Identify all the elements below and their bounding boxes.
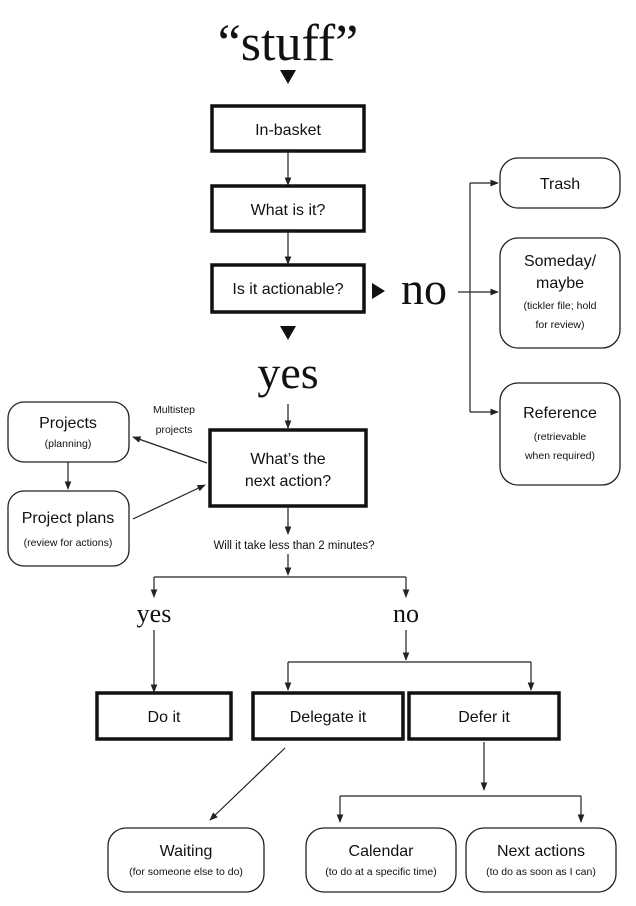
projects-sub: (planning) (45, 438, 92, 450)
someday-title-1: Someday/ (524, 253, 597, 270)
yes-main-label: yes (257, 347, 318, 398)
title-stuff: “stuff” (218, 15, 359, 72)
yes-small-label: yes (137, 599, 172, 628)
two-minutes-label: Will it take less than 2 minutes? (213, 540, 374, 552)
trash-title: Trash (540, 176, 580, 193)
someday-box (499, 237, 621, 349)
calendar-title: Calendar (349, 843, 415, 860)
reference-box (499, 382, 621, 486)
in-basket-label: In-basket (255, 122, 321, 139)
next-action-box (208, 428, 368, 508)
arrow-nextaction-projects (132, 436, 208, 464)
chevron-down-icon (280, 326, 296, 340)
waiting-sub: (for someone else to do) (129, 866, 243, 878)
next-actions-sub: (to do as soon as I can) (486, 866, 596, 878)
project-plans-title: Project plans (22, 510, 115, 527)
reference-title: Reference (523, 405, 597, 422)
next-action-line1: What’s the (250, 451, 325, 468)
someday-sub-1: (tickler file; hold (524, 300, 597, 312)
arrow-delegate-waiting (209, 747, 286, 821)
projects-box (7, 401, 130, 463)
chevron-right-icon (372, 283, 385, 299)
project-plans-sub: (review for actions) (24, 537, 113, 549)
do-it-box (95, 691, 233, 741)
what-is-it-box (210, 184, 366, 233)
defer-it-label: Defer it (458, 709, 510, 726)
next-actions-box (465, 827, 617, 893)
chevron-down-icon (280, 70, 296, 84)
project-plans-box (7, 490, 130, 567)
waiting-box (107, 827, 265, 893)
reference-sub-2: when required) (524, 450, 595, 462)
calendar-box (305, 827, 457, 893)
defer-it-box (407, 691, 561, 741)
next-actions-title: Next actions (497, 843, 585, 860)
arrow-plans-nextaction (132, 484, 206, 520)
multistep-line2: projects (156, 424, 193, 436)
trash-box (499, 157, 621, 209)
delegate-it-box (251, 691, 405, 741)
no-small-label: no (393, 599, 419, 628)
next-action-line2: next action? (245, 473, 331, 490)
calendar-sub: (to do at a specific time) (325, 866, 436, 878)
waiting-title: Waiting (160, 843, 213, 860)
reference-sub-1: (retrievable (534, 431, 587, 443)
multistep-line1: Multistep (153, 404, 195, 416)
someday-title-2: maybe (536, 275, 584, 292)
do-it-label: Do it (148, 709, 181, 726)
someday-sub-2: for review) (535, 319, 584, 331)
what-is-it-label: What is it? (251, 202, 326, 219)
is-actionable-label: Is it actionable? (232, 281, 343, 298)
delegate-it-label: Delegate it (290, 709, 367, 726)
projects-title: Projects (39, 415, 97, 432)
is-actionable-box (210, 263, 366, 314)
no-main-label: no (401, 263, 447, 314)
